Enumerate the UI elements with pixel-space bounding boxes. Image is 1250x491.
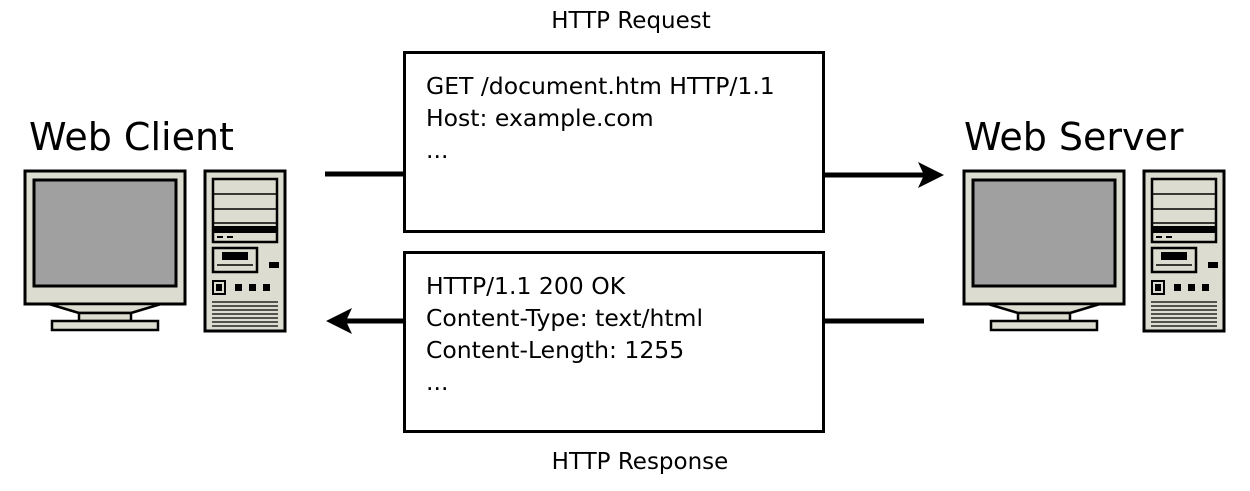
request-header-line: Host: example.com xyxy=(426,104,654,132)
response-message-box: HTTP/1.1 200 OK Content-Type: text/html … xyxy=(403,251,825,433)
response-header-line: Content-Length: 1255 xyxy=(426,336,685,364)
request-line: GET /document.htm HTTP/1.1 xyxy=(426,72,775,100)
server-title: Web Server xyxy=(964,115,1184,159)
request-arrow xyxy=(325,162,944,188)
request-caption: HTTP Request xyxy=(551,8,711,34)
request-ellipsis: ... xyxy=(426,136,449,164)
request-message-box: GET /document.htm HTTP/1.1 Host: example… xyxy=(403,51,825,233)
response-arrow xyxy=(326,308,924,334)
response-status-line: HTTP/1.1 200 OK xyxy=(426,272,626,300)
server-computer-icon xyxy=(962,169,1226,333)
response-caption: HTTP Response xyxy=(551,449,729,475)
client-title: Web Client xyxy=(29,115,234,159)
client-computer-icon xyxy=(23,169,287,333)
response-ellipsis: ... xyxy=(426,368,449,396)
response-header-line: Content-Type: text/html xyxy=(426,304,703,332)
